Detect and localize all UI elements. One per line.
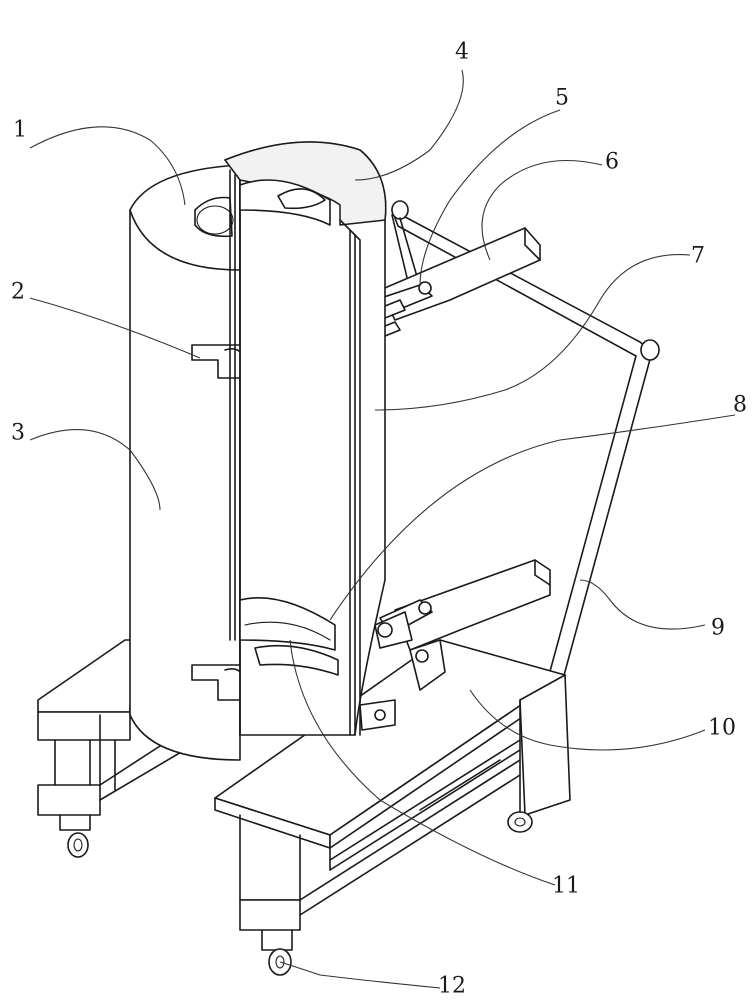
leader-9 [579,579,706,630]
label-5: 5 [555,85,569,111]
leader-4 [354,69,464,181]
left-half-shell [129,164,241,761]
lower-clamp-arm [374,559,551,691]
leader-lines [29,69,736,989]
label-10: 10 [708,715,736,741]
label-8: 8 [733,392,747,418]
label-9: 9 [711,615,725,641]
label-11: 11 [552,873,580,899]
leader-1 [29,126,186,206]
leader-3 [29,429,161,511]
leader-6 [481,159,603,261]
right-half-shell [224,141,396,736]
leader-2 [29,297,201,359]
label-6: 6 [605,149,619,175]
label-12: 12 [438,973,466,999]
leader-10 [469,689,706,751]
label-2: 2 [11,279,25,305]
label-3: 3 [11,420,25,446]
leader-11 [289,639,556,886]
label-4: 4 [455,39,469,65]
label-1: 1 [13,117,27,143]
leader-8 [329,414,736,621]
label-7: 7 [691,243,705,269]
leader-12 [279,961,441,989]
leader-5 [419,109,561,286]
leader-7 [374,253,691,411]
